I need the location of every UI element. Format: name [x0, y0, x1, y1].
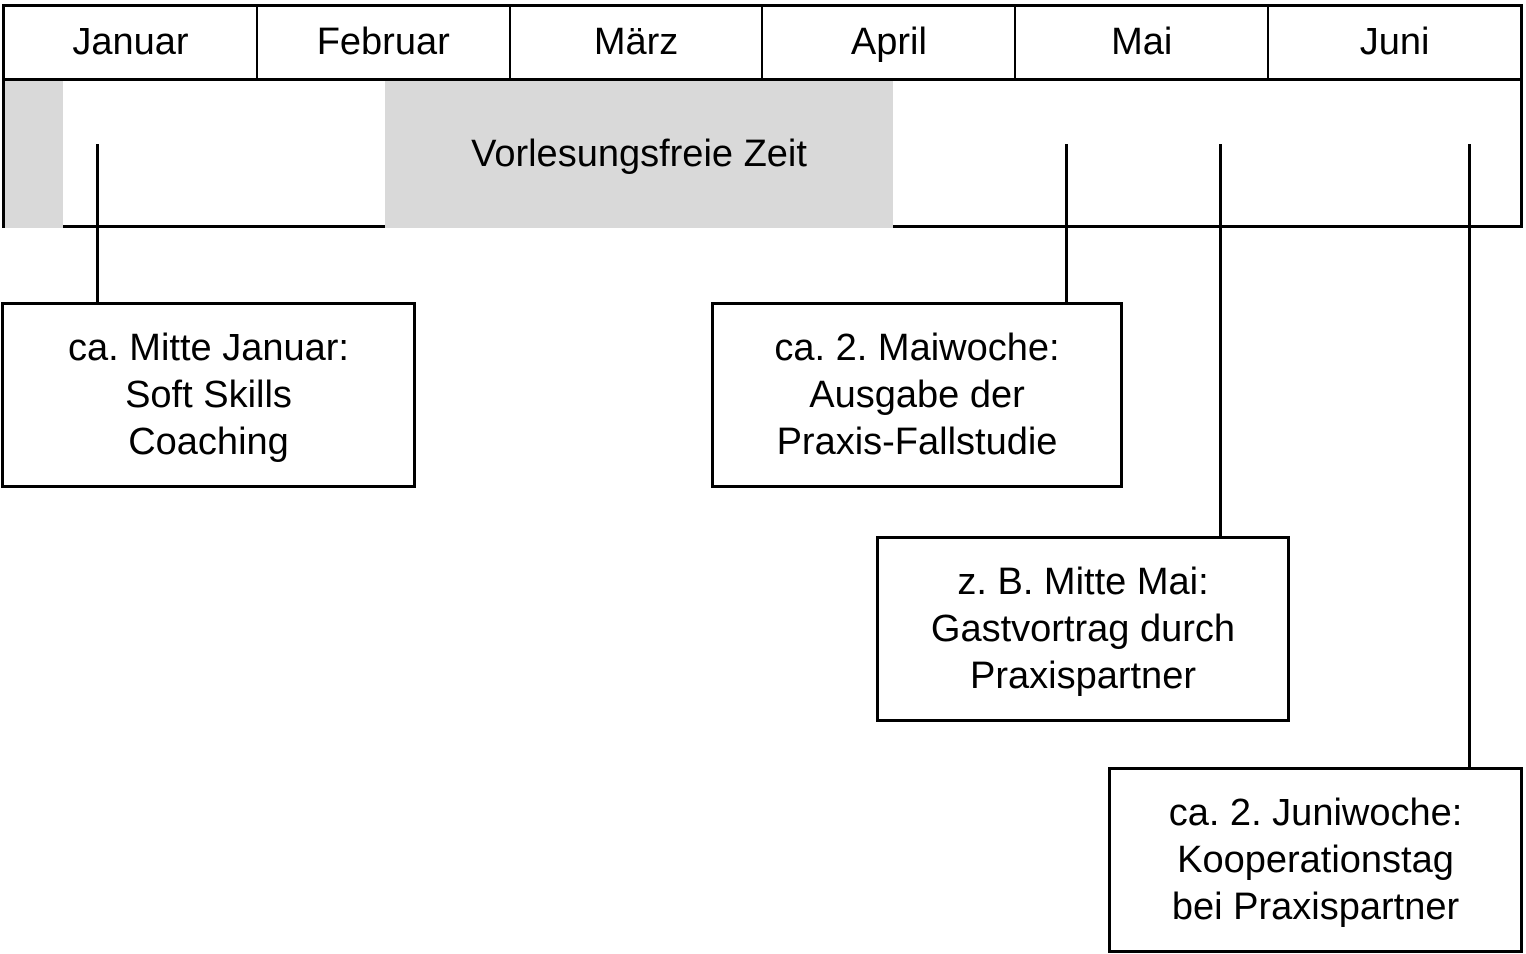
- month-january: Januar: [5, 7, 258, 78]
- event-date: ca. Mitte Januar:: [68, 326, 349, 369]
- event-title: Soft Skills: [125, 373, 292, 416]
- event-title: Gastvortrag durch: [930, 607, 1236, 650]
- event-title: Praxispartner: [970, 654, 1196, 697]
- event-title: bei Praxispartner: [1171, 885, 1460, 928]
- timeline: Vorlesungsfreie Zeit Januar Februar März…: [2, 4, 1523, 228]
- event-title: Kooperationstag: [1177, 838, 1454, 881]
- month-row: Januar Februar März April Mai Juni: [5, 7, 1520, 81]
- month-february: Februar: [258, 7, 511, 78]
- event-title: Praxis-Fallstudie: [776, 420, 1058, 463]
- event-case-study-handout: ca. 2. Maiwoche: Ausgabe der Praxis-Fall…: [711, 302, 1123, 488]
- event-date: ca. 2. Juniwoche:: [1168, 791, 1463, 834]
- lecture-free-band-feb-april: [385, 81, 893, 228]
- month-april: April: [763, 7, 1017, 78]
- connector-case-study: [1065, 144, 1068, 302]
- event-soft-skills-coaching: ca. Mitte Januar: Soft Skills Coaching: [1, 302, 416, 488]
- event-date: z. B. Mitte Mai:: [957, 560, 1209, 603]
- connector-soft-skills: [96, 144, 99, 302]
- event-date: ca. 2. Maiwoche:: [774, 326, 1060, 369]
- event-cooperation-day: ca. 2. Juniwoche: Kooperationstag bei Pr…: [1108, 767, 1523, 953]
- event-title: Coaching: [128, 420, 289, 463]
- month-march: März: [511, 7, 764, 78]
- event-title: Ausgabe der: [809, 373, 1025, 416]
- month-may: Mai: [1016, 7, 1270, 78]
- connector-cooperation-day: [1468, 144, 1471, 767]
- event-guest-lecture: z. B. Mitte Mai: Gastvortrag durch Praxi…: [876, 536, 1290, 722]
- lecture-free-label: Vorlesungsfreie Zeit: [471, 133, 807, 175]
- lecture-free-band-january: [5, 81, 63, 228]
- month-june: Juni: [1359, 21, 1430, 63]
- connector-guest-lecture: [1219, 144, 1222, 537]
